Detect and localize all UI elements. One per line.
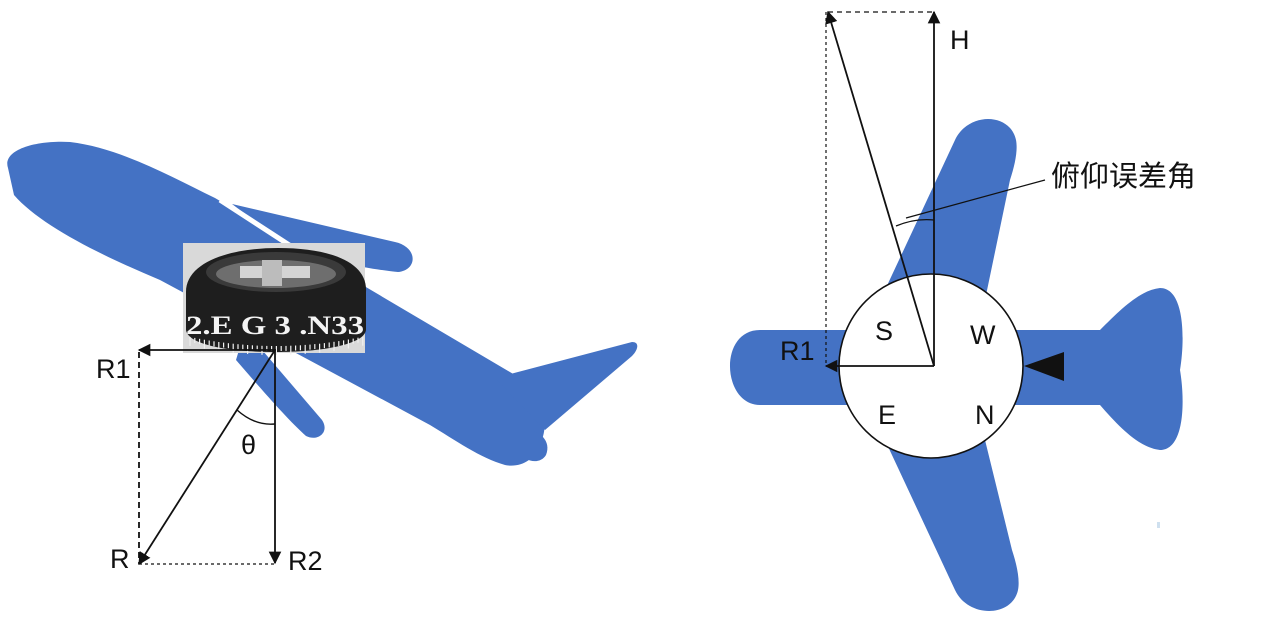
left-airplane-lower-wing: [236, 330, 325, 438]
right-vector-resultant: [825, 10, 935, 367]
error-angle-arc: [895, 218, 935, 227]
left-airplane-tail: [495, 342, 638, 430]
compass-photo: 2.E G 3 .N33: [183, 243, 367, 355]
compass-scale-ticks: [189, 336, 364, 355]
label-r1-left: R1: [96, 354, 131, 384]
label-error-angle: 俯仰误差角: [1051, 159, 1196, 193]
compass-letter-e: E: [878, 400, 896, 430]
compass-letter-n: N: [975, 400, 995, 430]
compass-scale-text: 2.E G 3 .N33: [186, 311, 364, 340]
left-airplane-upper-wing: [232, 204, 413, 272]
compass-letter-w: W: [970, 320, 996, 350]
left-vectors: [137, 343, 282, 566]
label-r1-right: R1: [780, 336, 815, 366]
label-r2: R2: [288, 546, 323, 576]
right-airplane-wing-upper: [885, 119, 1017, 300]
compass-letter-s: S: [875, 316, 893, 346]
left-vector-r: [138, 349, 276, 566]
right-vectors: [824, 10, 1046, 373]
label-theta: θ: [241, 430, 256, 460]
label-r: R: [110, 544, 130, 574]
triangle-pointer-icon: [1024, 352, 1064, 381]
right-airplane-wing-lower: [885, 440, 1019, 611]
left-airplane-rear-cone: [518, 429, 548, 462]
error-angle-leader: [905, 179, 1046, 219]
label-h: H: [950, 25, 970, 55]
theta-arc: [236, 409, 276, 425]
artifact-mark: [1157, 522, 1160, 528]
